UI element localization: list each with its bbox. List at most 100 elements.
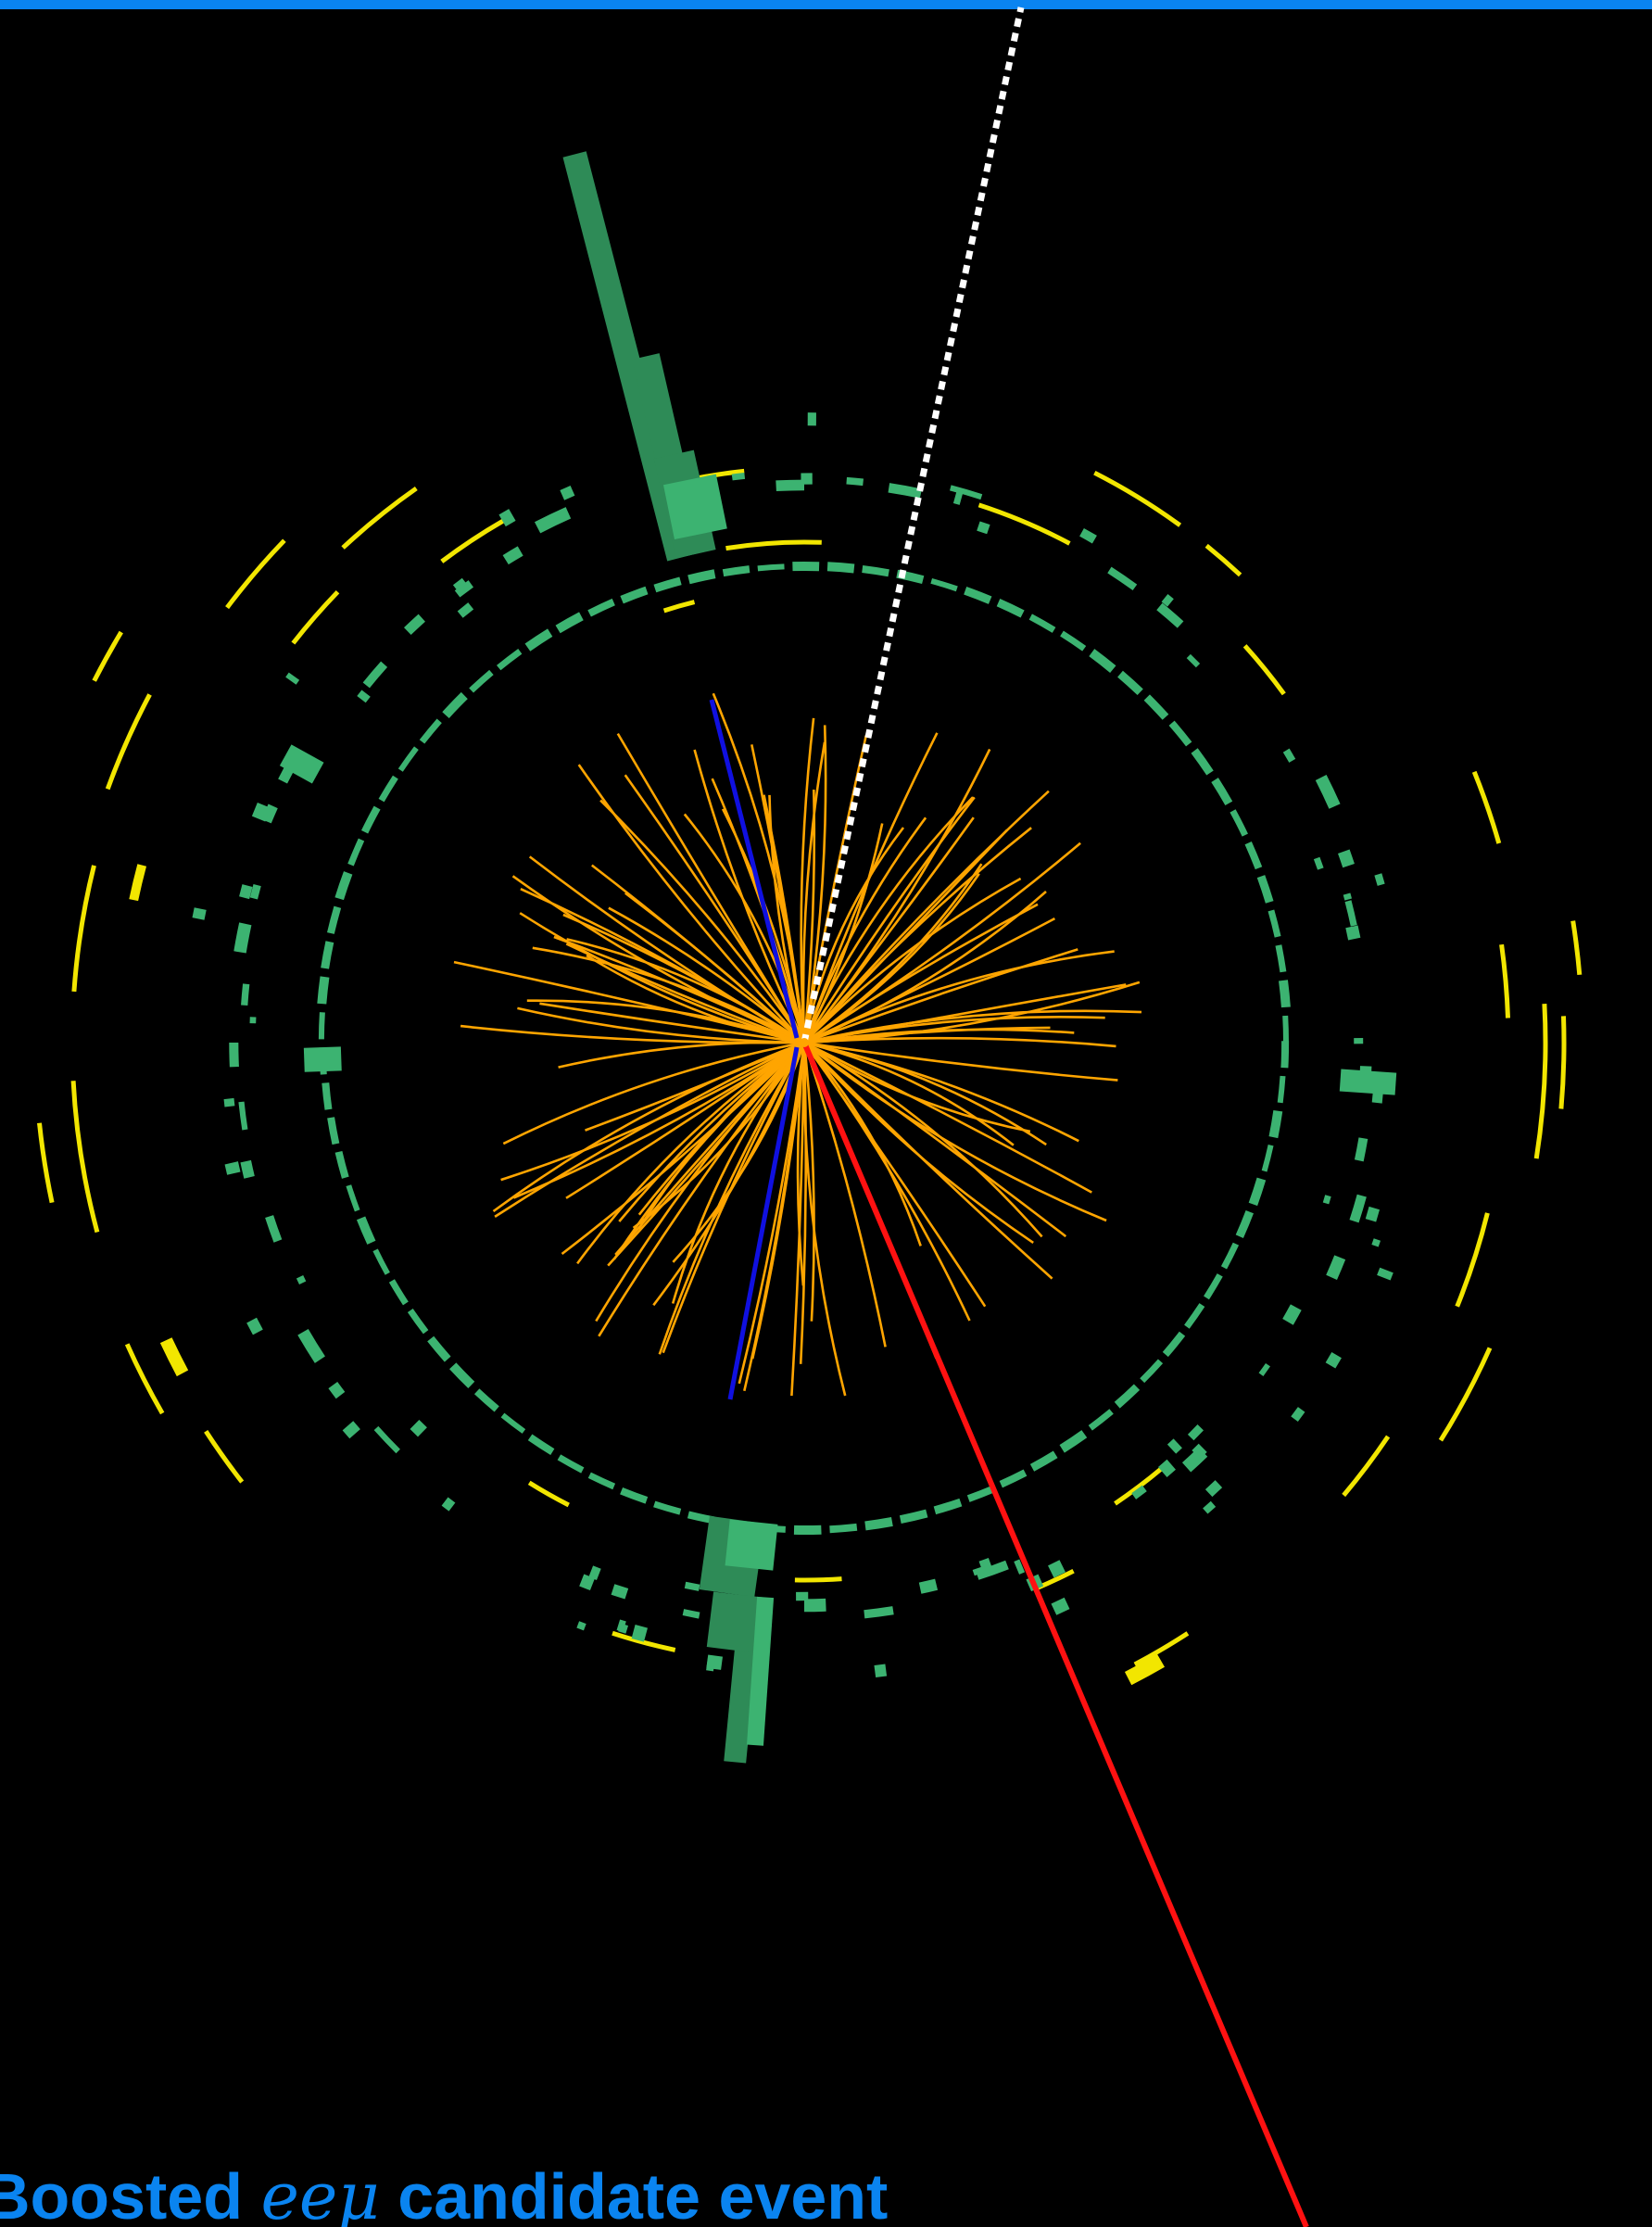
- charged-track: [599, 799, 806, 1044]
- em-calo-cell: [1279, 980, 1291, 1008]
- em-calo-cell: [407, 1309, 429, 1335]
- muon-track: [801, 1041, 1309, 2227]
- em-calo-cell: [1211, 778, 1233, 806]
- muon-chamber-segment: [527, 1480, 570, 1508]
- calorimeter-cell: [1343, 892, 1353, 901]
- calorimeter-cell: [706, 1656, 716, 1672]
- em-calo-cell: [1282, 1015, 1290, 1044]
- hadronic-calo-cell: [918, 1578, 939, 1594]
- charged-track: [802, 1042, 815, 1322]
- charged-track: [803, 1036, 1116, 1048]
- charged-track: [803, 1042, 922, 1246]
- energy-towers: [279, 151, 1397, 1764]
- calorimeter-cell: [1325, 1352, 1342, 1369]
- calorimeter-cell: [1291, 1407, 1305, 1422]
- calorimeter-cell: [1377, 1267, 1393, 1281]
- muon-chamber-segment: [92, 630, 123, 682]
- charged-track: [803, 1041, 1107, 1222]
- charged-track: [561, 1042, 805, 1256]
- muon-chamber-segment: [794, 1576, 842, 1583]
- calorimeter-cell: [1322, 1195, 1331, 1205]
- muon-chamber-segment: [1438, 1347, 1493, 1442]
- hadronic-calo-cell: [534, 507, 572, 534]
- charged-track: [595, 1042, 805, 1322]
- charged-track: [683, 813, 806, 1044]
- charged-track: [658, 1042, 806, 1355]
- em-calo-cell: [1204, 1273, 1223, 1300]
- calorimeter-cell: [618, 1623, 628, 1634]
- hadronic-calo-cell: [403, 614, 425, 636]
- charged-track: [517, 1006, 805, 1044]
- em-calo-cell: [419, 718, 442, 744]
- hadronic-calo-cell: [1079, 527, 1097, 544]
- charged-track: [576, 1041, 805, 1265]
- muon-chamber-segment: [725, 539, 822, 551]
- calorimeter-cell: [1345, 925, 1361, 941]
- em-calo-cell: [653, 576, 682, 593]
- em-calo-cell: [1162, 1331, 1186, 1358]
- energy-tower: [1339, 1069, 1397, 1095]
- charged-track: [500, 1041, 805, 1182]
- caption-suffix: candidate event: [379, 2160, 889, 2227]
- charged-track: [492, 1041, 805, 1213]
- hadronic-calo-cell: [888, 483, 922, 499]
- muon-chamber-segment: [291, 589, 340, 645]
- calorimeter-cell: [296, 1275, 307, 1284]
- em-calo-cell: [1277, 1075, 1286, 1104]
- em-calo-cell: [996, 598, 1025, 618]
- em-calo-cell: [899, 1509, 928, 1525]
- calorimeter-cell: [977, 521, 990, 535]
- em-calo-cell: [442, 691, 468, 718]
- calorimeter-cell: [239, 884, 253, 900]
- calorimeter-cell: [249, 1017, 257, 1024]
- em-calo-cell: [327, 905, 342, 934]
- hadronic-calo-cell: [1349, 1194, 1367, 1223]
- calorimeter-cell: [1313, 856, 1324, 870]
- calorimeter-cell: [410, 1419, 427, 1437]
- calorimeter-cell: [1187, 1424, 1204, 1441]
- hadronic-calo-cell: [241, 983, 250, 1006]
- em-calo-cell: [1230, 809, 1248, 837]
- em-calo-cell: [1244, 841, 1263, 870]
- electron-track: [727, 1046, 800, 1400]
- hadronic-calo-cell: [454, 580, 474, 598]
- em-calo-cell: [378, 775, 398, 803]
- charged-track: [519, 912, 805, 1044]
- em-calo-cell: [334, 1150, 349, 1179]
- em-calo-cell: [1029, 1450, 1058, 1472]
- muon-chamber-segment: [124, 1343, 165, 1415]
- hadronic-calo-cell: [846, 476, 864, 487]
- muon-chamber-segment: [1133, 1631, 1190, 1667]
- calorimeter-cell: [1192, 1443, 1207, 1460]
- muon-chamber-block: [159, 1337, 189, 1377]
- em-calo-cell: [999, 1469, 1028, 1488]
- calorimeter-cell: [342, 1421, 360, 1439]
- charged-track: [616, 732, 806, 1044]
- charged-track: [671, 1042, 806, 1304]
- calorimeter-cell: [1204, 1480, 1223, 1498]
- hadronic-calo-cell: [1282, 748, 1296, 763]
- hadronic-calo-cell: [297, 1328, 325, 1363]
- caption-prefix: Boosted: [0, 2160, 261, 2227]
- charged-track: [803, 1041, 1067, 1238]
- em-calo-cell: [1114, 1384, 1141, 1409]
- charged-track: [803, 1041, 1047, 1146]
- hadronic-calo-cell: [1258, 1362, 1270, 1376]
- hadronic-calo-cell: [265, 1215, 283, 1243]
- muon-chamber-segment: [1570, 920, 1583, 976]
- charged-track: [608, 906, 805, 1044]
- em-calo-cell: [555, 612, 584, 634]
- em-calo-cell: [322, 1082, 333, 1110]
- em-calo-cell: [500, 1412, 526, 1434]
- charged-track: [453, 960, 805, 1044]
- calorimeter-cell: [457, 602, 474, 618]
- em-calo-cell: [1191, 748, 1214, 776]
- hadronic-calo-cell: [238, 1101, 248, 1131]
- calorimeter-cell: [1166, 1438, 1182, 1454]
- hadronic-calo-cell: [1156, 602, 1184, 628]
- charged-track: [802, 1042, 887, 1348]
- charged-track: [803, 829, 1008, 1044]
- hadronic-calo-cell: [803, 1598, 826, 1613]
- missing-energy-line: [801, 6, 1025, 1044]
- charged-track: [803, 1041, 1079, 1143]
